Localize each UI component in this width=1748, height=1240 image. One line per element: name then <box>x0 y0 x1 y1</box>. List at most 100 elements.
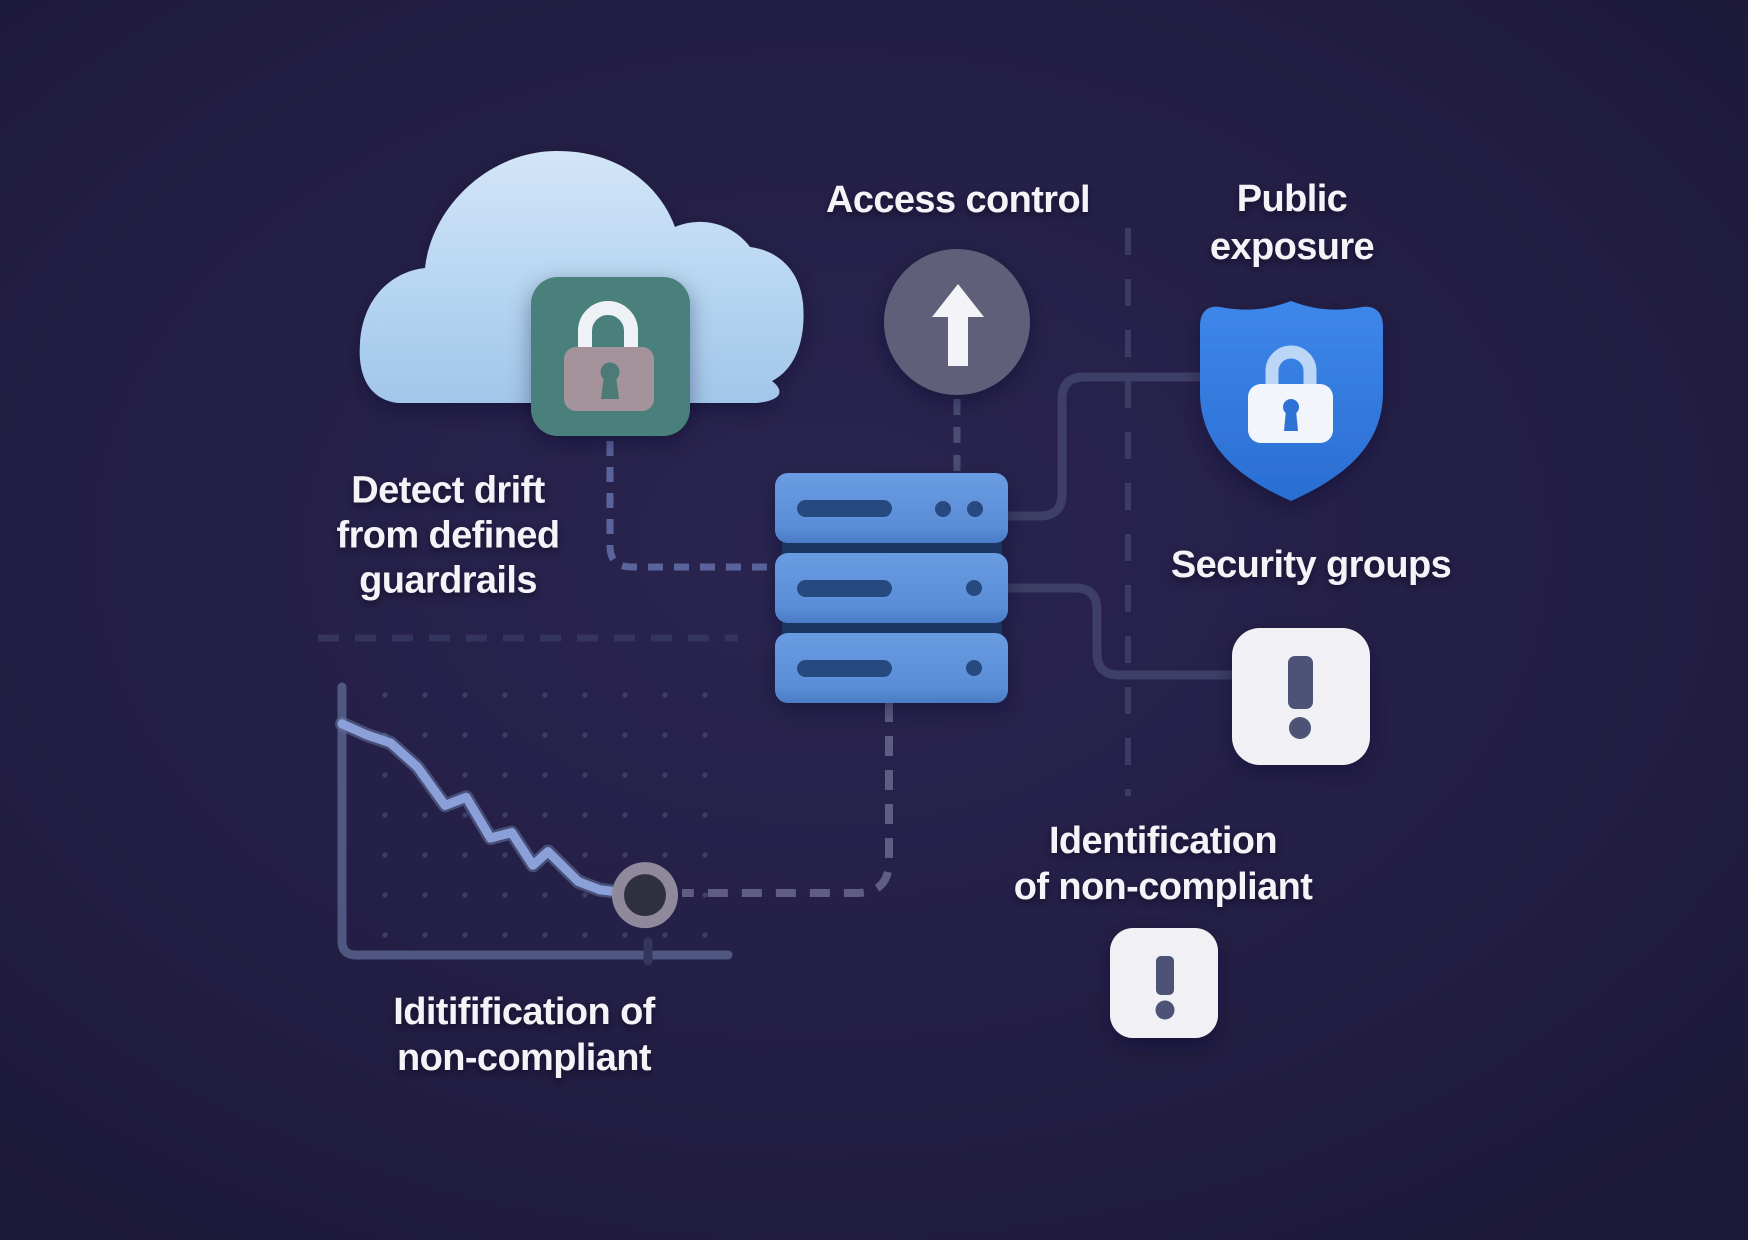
server-led <box>966 660 982 676</box>
grid-dot <box>502 812 508 818</box>
shield-lock-icon <box>1200 301 1383 501</box>
grid-dot <box>702 812 708 818</box>
grid-dot <box>462 732 468 738</box>
chart-trend-line <box>335 716 652 903</box>
grid-dot <box>622 692 628 698</box>
grid-dot <box>462 932 468 938</box>
grid-dot <box>582 932 588 938</box>
padlock-icon <box>564 301 654 411</box>
grid-dot <box>382 772 388 778</box>
server-led <box>935 501 951 517</box>
access-control-node <box>884 249 1030 395</box>
trend-line <box>337 719 650 900</box>
grid-dot <box>462 852 468 858</box>
chart-caption-label: Iditifification of non-compliant <box>393 991 655 1079</box>
chart-dot-grid <box>382 692 708 938</box>
grid-dot <box>622 852 628 858</box>
grid-dot <box>542 772 548 778</box>
grid-dot <box>702 732 708 738</box>
grid-dot <box>582 852 588 858</box>
grid-dot <box>622 732 628 738</box>
identification-label: Identification of non-compliant <box>1013 820 1313 908</box>
grid-dot <box>662 732 668 738</box>
grid-dot <box>382 892 388 898</box>
grid-dot <box>382 932 388 938</box>
server-slot <box>797 660 892 677</box>
grid-dot <box>622 812 628 818</box>
trend-line-shadow <box>335 716 652 903</box>
grid-dot <box>502 932 508 938</box>
connector-server-to-shield <box>1007 372 1215 521</box>
exclamation-icon <box>1155 956 1175 1020</box>
grid-dot <box>702 852 708 858</box>
grid-dot <box>502 772 508 778</box>
detect-drift-label: Detect drift from defined guardrails <box>336 469 561 602</box>
dashed-connector-server-to-marker <box>682 702 893 897</box>
grid-dot <box>382 812 388 818</box>
grid-dot <box>582 772 588 778</box>
grid-dot <box>622 932 628 938</box>
grid-dot <box>582 692 588 698</box>
grid-dot <box>422 892 428 898</box>
endpoint-marker-core <box>624 874 666 917</box>
grid-dot <box>702 772 708 778</box>
grid-dot <box>422 812 428 818</box>
grid-dot <box>462 692 468 698</box>
alert-card-security-groups <box>1232 628 1370 765</box>
keyhole-stem <box>601 376 619 399</box>
exclamation-bar <box>1288 656 1313 709</box>
grid-dot <box>462 892 468 898</box>
cloud-lock-badge <box>531 277 690 436</box>
chart-endpoint-marker-icon <box>612 862 678 929</box>
grid-dot <box>582 812 588 818</box>
grid-dot <box>622 772 628 778</box>
grid-dot <box>502 732 508 738</box>
grid-dot <box>662 772 668 778</box>
grid-dot <box>542 732 548 738</box>
server-stack-icon <box>775 473 1008 703</box>
chart-axes <box>337 682 733 960</box>
exclamation-icon <box>1288 656 1313 739</box>
grid-dot <box>502 892 508 898</box>
server-led <box>967 501 983 517</box>
grid-dot <box>582 892 588 898</box>
grid-dot <box>542 692 548 698</box>
security-groups-label: Security groups <box>1170 544 1452 586</box>
grid-dot <box>502 852 508 858</box>
grid-dot <box>662 812 668 818</box>
cloud-icon <box>359 150 804 403</box>
keyhole-stem <box>1284 410 1298 431</box>
exclamation-bar <box>1156 956 1174 995</box>
compliance-chart <box>337 682 733 966</box>
grid-dot <box>422 692 428 698</box>
grid-dot <box>462 812 468 818</box>
grid-dot <box>542 932 548 938</box>
public-exposure-label: Public exposure <box>1209 178 1375 268</box>
exclamation-dot <box>1155 1000 1175 1020</box>
alert-card-identification <box>1110 928 1218 1038</box>
lock-shackle <box>1265 345 1317 391</box>
access-control-label: Access control <box>825 179 1091 221</box>
connector-server-to-alert-card <box>1007 583 1235 680</box>
dashed-connector-lock-to-server <box>606 441 773 571</box>
grid-dot <box>542 892 548 898</box>
grid-dot <box>462 772 468 778</box>
cloud-shape <box>359 150 804 403</box>
up-arrow-icon <box>932 284 984 366</box>
grid-dot <box>382 852 388 858</box>
exclamation-dot <box>1289 717 1311 739</box>
grid-dot <box>542 812 548 818</box>
grid-dot <box>662 932 668 938</box>
grid-dot <box>662 852 668 858</box>
server-led <box>966 580 982 596</box>
grid-dot <box>702 692 708 698</box>
grid-dot <box>582 732 588 738</box>
lock-shackle <box>578 301 638 352</box>
grid-dot <box>702 892 708 898</box>
grid-dot <box>422 732 428 738</box>
grid-dot <box>502 692 508 698</box>
server-slot <box>797 500 892 517</box>
grid-dot <box>422 852 428 858</box>
